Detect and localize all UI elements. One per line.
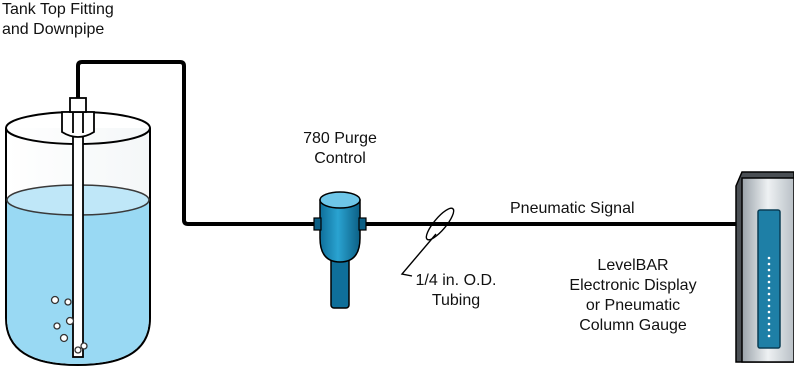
tank: [5, 97, 151, 367]
display-label-line4: Column Gauge: [579, 317, 687, 334]
purge-control-label: 780 Purge Control: [288, 129, 392, 169]
tubing-callout: [400, 207, 455, 277]
supply-pipe: [76, 60, 314, 226]
purge-stem: [330, 255, 350, 309]
purge-control: [313, 191, 367, 309]
tank-fitting-label-line2: and Downpipe: [2, 21, 105, 38]
purge-control-label-line1: 780 Purge: [303, 130, 377, 147]
tank-top-fitting: [61, 97, 95, 138]
bubbles: [50, 295, 88, 354]
display-label-line2: Electronic Display: [569, 277, 697, 294]
display-label-line1: LevelBAR: [597, 257, 669, 274]
tubing-label-line1: 1/4 in. O.D.: [415, 272, 497, 289]
tank-fitting-label-line1: Tank Top Fitting: [2, 1, 114, 18]
display-label: LevelBAR Electronic Display or Pneumatic…: [550, 256, 716, 336]
purge-top: [319, 191, 361, 209]
tubing-label: 1/4 in. O.D. Tubing: [408, 271, 504, 311]
display-window: [757, 209, 781, 349]
pneumatic-signal-label: Pneumatic Signal: [510, 200, 635, 217]
display-dots: [767, 256, 771, 338]
tubing-label-line2: Tubing: [431, 292, 481, 309]
purge-control-label-line2: Control: [314, 150, 366, 167]
tank-fitting-label: Tank Top Fitting and Downpipe: [2, 0, 114, 40]
display-label-line3: or Pneumatic: [585, 297, 681, 314]
downpipe: [72, 134, 84, 358]
levelbar-display: [735, 171, 794, 363]
